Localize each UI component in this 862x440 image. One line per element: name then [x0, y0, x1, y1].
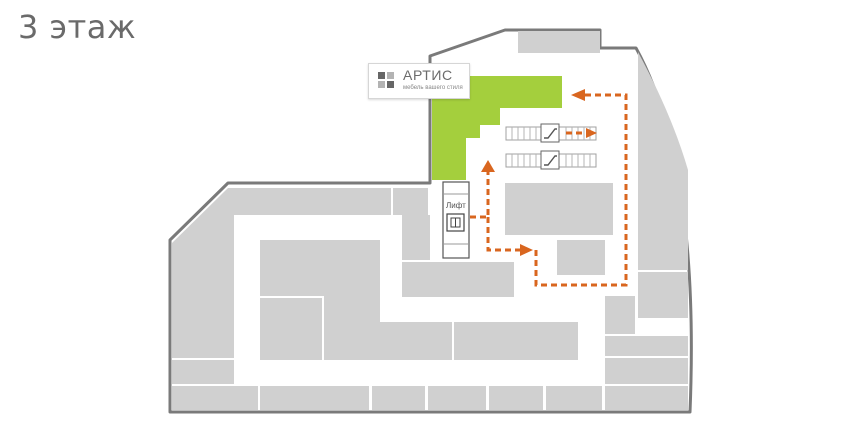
store-unit	[518, 31, 600, 53]
store-unit	[605, 296, 635, 334]
store-unit	[546, 386, 602, 410]
store-unit	[402, 215, 430, 260]
store-unit	[380, 322, 452, 360]
lift-label: Лифт	[446, 201, 466, 210]
store-unit	[324, 296, 380, 360]
store-unit	[428, 386, 486, 410]
artis-store-sign[interactable]: АРТИС мебель вашего стиля	[368, 63, 470, 99]
escalator	[505, 123, 597, 143]
arrow-up-icon	[481, 160, 495, 172]
lift	[442, 181, 470, 259]
store-units	[172, 31, 688, 410]
store-unit	[172, 188, 234, 358]
store-unit	[454, 322, 578, 360]
arrow-right-icon	[520, 244, 533, 256]
store-unit	[505, 183, 613, 235]
store-unit	[605, 358, 688, 384]
route-arrows	[481, 89, 597, 256]
store-unit	[489, 386, 543, 410]
route-path	[470, 93, 628, 287]
floor-title: 3 этаж	[18, 8, 137, 46]
store-slogan: мебель вашего стиля	[403, 85, 463, 91]
arrow-left-icon	[571, 89, 585, 101]
store-unit	[229, 188, 391, 215]
store-unit	[260, 240, 380, 296]
store-unit	[605, 336, 688, 356]
store-unit	[638, 272, 688, 318]
artis-store-area[interactable]	[432, 76, 562, 180]
store-unit	[372, 386, 425, 410]
artis-logo-icon	[378, 72, 394, 88]
store-unit	[557, 240, 605, 275]
store-unit	[605, 386, 688, 410]
arrow-right-icon	[586, 128, 597, 138]
escalator	[505, 150, 597, 170]
store-unit	[402, 262, 514, 297]
store-unit	[172, 360, 234, 384]
store-unit	[260, 298, 322, 360]
store-name: АРТИС	[403, 67, 453, 83]
store-unit	[172, 386, 258, 410]
store-unit	[638, 52, 688, 270]
store-unit	[260, 386, 369, 410]
store-unit	[393, 188, 428, 215]
